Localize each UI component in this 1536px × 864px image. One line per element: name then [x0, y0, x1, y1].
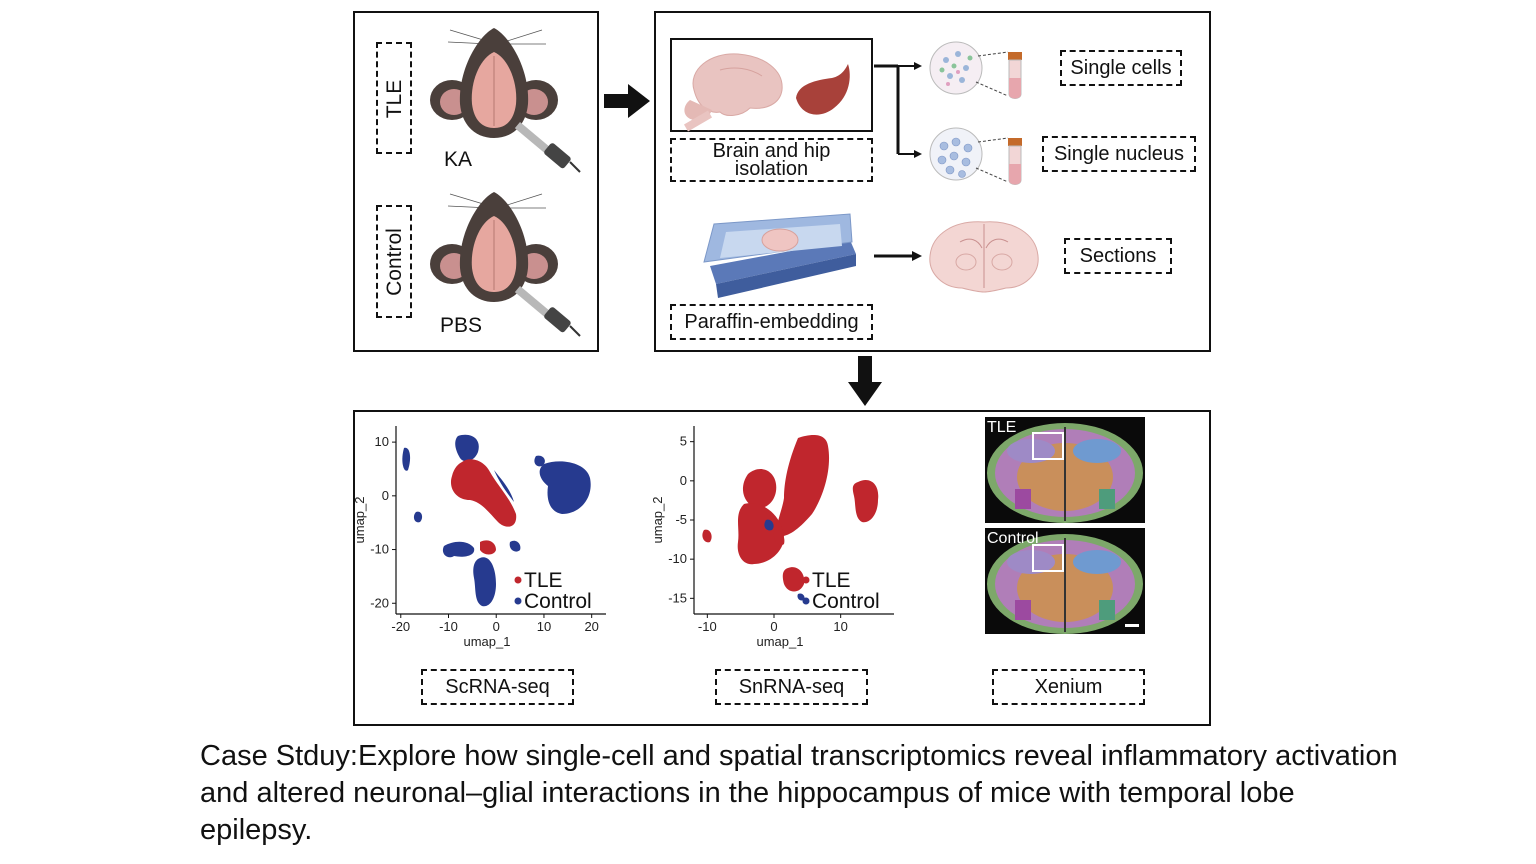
- brain-section-icon: [929, 221, 1039, 293]
- y-tick-label: -10: [370, 542, 389, 557]
- legend-marker: [514, 576, 522, 584]
- x-tick-label: 10: [537, 619, 551, 634]
- y-tick-label: -5: [675, 512, 687, 527]
- xenium-control-tag: Control: [987, 530, 1039, 547]
- umap-cluster: [737, 503, 784, 565]
- sections-arrow-icon: [874, 251, 922, 261]
- tle-mouse-icon: [430, 28, 581, 173]
- legend-label: TLE: [524, 569, 563, 592]
- paraffin-block-icon: [703, 213, 856, 298]
- x-tick-label: 20: [584, 619, 598, 634]
- xenium-tle-roi: [1032, 432, 1064, 460]
- xenium-label: Xenium: [992, 669, 1145, 705]
- single-cells-label: Single cells: [1060, 50, 1182, 86]
- umap-cluster: [509, 540, 521, 552]
- legend-label: Control: [524, 590, 592, 613]
- single-nucleus-icon: [929, 127, 1022, 185]
- brain-icon: [683, 53, 783, 132]
- umap-cluster: [442, 541, 475, 558]
- single-nucleus-label: Single nucleus: [1042, 136, 1196, 172]
- x-tick-label: 10: [833, 619, 847, 634]
- umap-cluster: [852, 480, 879, 523]
- control-mouse-icon: [430, 192, 581, 337]
- x-tick-label: 0: [770, 619, 777, 634]
- x-tick-label: 0: [493, 619, 500, 634]
- umap-cluster: [413, 511, 423, 523]
- branch-arrows-icon: [874, 62, 922, 158]
- umap-cluster: [764, 519, 774, 531]
- legend-label: Control: [812, 590, 880, 613]
- x-axis-label: umap_1: [464, 634, 511, 649]
- single-cells-icon: [929, 41, 1022, 99]
- y-tick-label: -10: [668, 551, 687, 566]
- umap-cluster: [539, 461, 591, 514]
- hippocampus-icon: [796, 64, 850, 115]
- umap-cluster: [534, 455, 545, 467]
- xenium-control-roi: [1032, 544, 1064, 572]
- legend-marker: [802, 576, 810, 584]
- sections-label: Sections: [1064, 238, 1172, 274]
- umap-cluster: [450, 459, 517, 527]
- right-arrow-icon: [604, 84, 650, 118]
- x-tick-label: -10: [698, 619, 717, 634]
- isolation-label: Brain and hip isolation: [670, 138, 873, 182]
- tle-treatment-label: KA: [444, 148, 473, 171]
- umap-cluster: [776, 435, 830, 537]
- paraffin-embedding-label: Paraffin-embedding: [670, 304, 873, 340]
- x-tick-label: -20: [391, 619, 410, 634]
- legend-label: TLE: [812, 569, 851, 592]
- umap-cluster: [494, 470, 514, 502]
- scrna-seq-label: ScRNA-seq: [421, 669, 574, 705]
- xenium-tle-image: [985, 417, 1145, 523]
- tle-label-box: [376, 42, 412, 154]
- control-treatment-label: PBS: [440, 314, 483, 337]
- scrna-umap-chart: -20 -10 0 10 20 -20 -10 0 10 umap_1 umap_2TLEContr…: [352, 426, 606, 649]
- umap-cluster: [773, 529, 785, 546]
- umap-cluster: [402, 447, 411, 471]
- umap-cluster: [473, 557, 496, 607]
- down-arrow-icon: [848, 356, 882, 406]
- x-axis-label: umap_1: [757, 634, 804, 649]
- umap-cluster: [742, 469, 777, 509]
- legend-marker: [514, 597, 522, 605]
- y-tick-label: 0: [382, 488, 389, 503]
- umap-cluster: [455, 434, 479, 462]
- y-tick-label: 5: [680, 434, 687, 449]
- y-tick-label: 0: [680, 473, 687, 488]
- y-tick-label: -15: [668, 590, 687, 605]
- isolation-image-frame: [670, 38, 873, 132]
- umap-cluster: [702, 529, 712, 543]
- legend-marker: [802, 597, 810, 605]
- umap-cluster: [782, 567, 805, 592]
- tle-label: TLE: [383, 79, 406, 119]
- umap-cluster: [480, 540, 496, 555]
- snrna-seq-label: SnRNA-seq: [715, 669, 868, 705]
- y-axis-label: umap_2: [352, 497, 367, 544]
- umap-cluster: [797, 593, 805, 601]
- y-axis-label: umap_2: [650, 497, 665, 544]
- control-label: Control: [383, 228, 406, 296]
- x-tick-label: -10: [439, 619, 458, 634]
- y-tick-label: -20: [370, 595, 389, 610]
- figure-caption: Case Stduy:Explore how single-cell and s…: [200, 740, 1398, 846]
- xenium-control-image: [985, 528, 1145, 634]
- control-label-box: [376, 205, 412, 318]
- y-tick-label: 10: [375, 434, 389, 449]
- xenium-tle-tag: TLE: [987, 419, 1017, 436]
